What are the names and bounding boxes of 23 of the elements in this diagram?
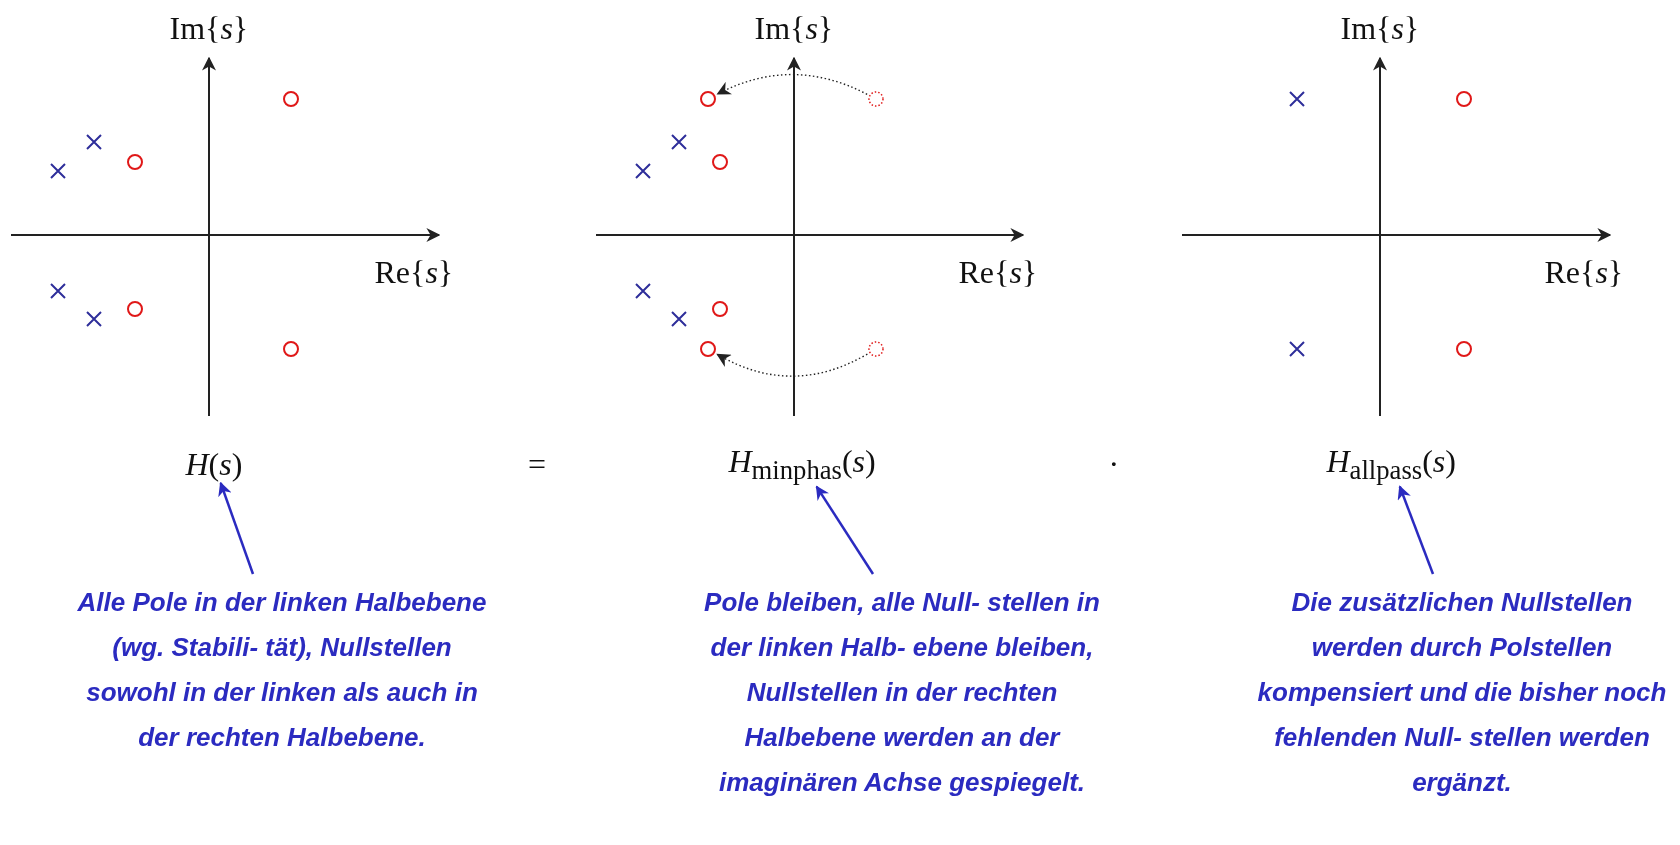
mirror-arrow <box>716 353 869 377</box>
axis-label: Re{s} <box>374 256 454 288</box>
transfer-function-formula: H(s) <box>185 448 243 480</box>
transfer-function-formula: H$_{minphas}$(s) <box>728 444 876 484</box>
mirrored-zero-circle-icon <box>866 89 886 109</box>
leader-arrow <box>815 485 875 575</box>
mirror-arrow <box>716 73 868 96</box>
axis-label: Re{s} <box>958 256 1038 288</box>
axis-label: Im{s} <box>754 12 834 44</box>
annotation-text: Pole bleiben, alle Null- stellen in der linken Halb- ebene bleiben, Nullstellen in der rechten Halbebene werden an der imaginären Achse gespiegelt. <box>687 580 1117 805</box>
zero-circle-icon <box>698 89 718 109</box>
annotation-text: Die zusätzlichen Nullstellen werden durch Polstellen kompensiert und die bisher noch fehlenden Null- stellen werden ergänzt. <box>1252 580 1672 805</box>
leader-arrow <box>1397 485 1435 575</box>
annotation-text: Alle Pole in der linken Halbebene (wg. Stabili- tät), Nullstellen sowohl in der linken als auch in der rechten Halbebene. <box>67 580 497 760</box>
equals-sign: = <box>528 448 547 480</box>
axis-label: Im{s} <box>169 12 249 44</box>
transfer-function-formula: H$_{allpass}$(s) <box>1326 444 1456 484</box>
axis-label: Re{s} <box>1544 256 1624 288</box>
zero-circle-icon <box>698 339 718 359</box>
mirrored-zero-circle-icon <box>866 339 886 359</box>
multiplication-dot: · <box>1108 448 1120 480</box>
axis-label: Im{s} <box>1340 12 1420 44</box>
leader-arrow <box>218 481 255 575</box>
